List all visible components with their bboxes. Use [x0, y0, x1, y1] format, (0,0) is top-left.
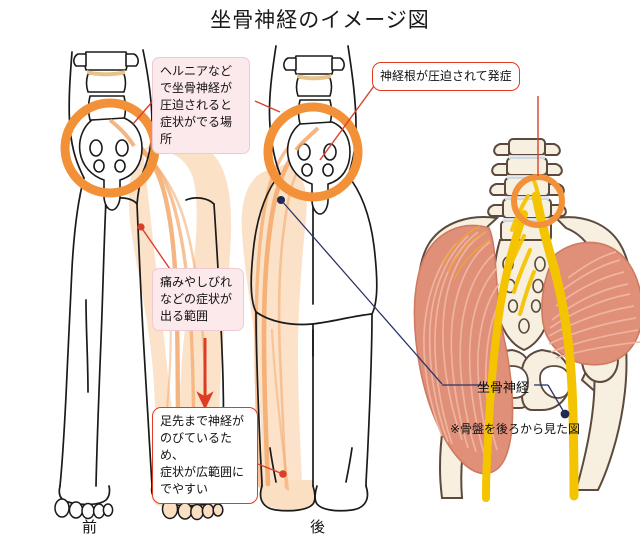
back-body-figure	[241, 45, 378, 512]
back-highlight-ring	[263, 102, 363, 202]
pelvis-anatomy-figure	[413, 138, 640, 502]
nerve-root-callout: 神経根が圧迫されて発症	[372, 62, 520, 91]
leader-lines	[132, 85, 570, 478]
nerve-root-highlight-ring	[511, 174, 565, 228]
symptom-range-callout: 痛みやしびれ などの症状が 出る範囲	[152, 268, 244, 331]
page-title: 坐骨神経のイメージ図	[210, 8, 430, 32]
sciatic-nerve-label: 坐骨神経	[477, 381, 530, 396]
back-view-label: 後	[310, 518, 326, 536]
front-view-label: 前	[82, 518, 98, 536]
herniation-callout: ヘルニアなど で坐骨神経が 圧迫されると 症状がでる場所	[152, 57, 250, 154]
toe-nerve-callout: 足先まで神経が のびているため、 症状が広範囲に でやすい	[152, 407, 258, 504]
pelvis-view-note: ※骨盤を後ろから見た図	[450, 422, 581, 436]
